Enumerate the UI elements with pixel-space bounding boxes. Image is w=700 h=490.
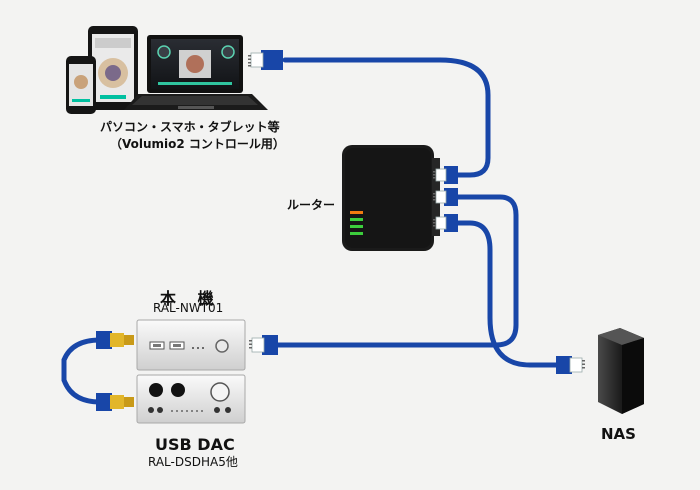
- ethernet-connector-icon: [248, 50, 283, 70]
- nas-label: NAS: [601, 425, 636, 443]
- volumio-label: （Volumio2 コントロール用）: [110, 137, 285, 151]
- usb-connector-icon: [96, 393, 134, 411]
- devices-label: パソコン・スマホ・タブレット等: [100, 120, 280, 134]
- usb-cable-lower: [61, 377, 103, 405]
- usb-cables: [61, 337, 103, 405]
- streamer-icon: [136, 319, 246, 371]
- lan-cables: [272, 57, 565, 368]
- ethernet-connector-icon: [556, 356, 585, 374]
- ethernet-connector-icon: [433, 214, 458, 232]
- usb-connectors: [96, 331, 134, 411]
- cable-laptop-router: [282, 57, 491, 178]
- ethernet-connector-icon: [433, 166, 458, 184]
- main-unit-model: RAL-NWT01: [153, 301, 224, 315]
- ethernet-connector-icon: [433, 188, 458, 206]
- smartphone-icon: [66, 56, 96, 114]
- ethernet-connector-icon: [249, 335, 278, 355]
- usb-connector-icon: [96, 331, 134, 349]
- usb-cable-upper: [61, 337, 103, 363]
- ethernet-connectors: [248, 50, 585, 374]
- usb-dac-model: RAL-DSDHA5他: [148, 455, 238, 469]
- laptop-icon: [124, 35, 268, 110]
- usb-dac-title: USB DAC: [155, 435, 235, 454]
- main-unit-title: 本 機: [160, 289, 222, 308]
- cable-router-nas: [455, 220, 565, 368]
- tablet-icon: [88, 26, 138, 110]
- cable-router-dac: [272, 194, 519, 348]
- usb-dac-icon: [136, 374, 246, 424]
- router-label: ルーター: [287, 198, 336, 212]
- nas-icon: [598, 328, 644, 414]
- router-icon: [342, 145, 440, 251]
